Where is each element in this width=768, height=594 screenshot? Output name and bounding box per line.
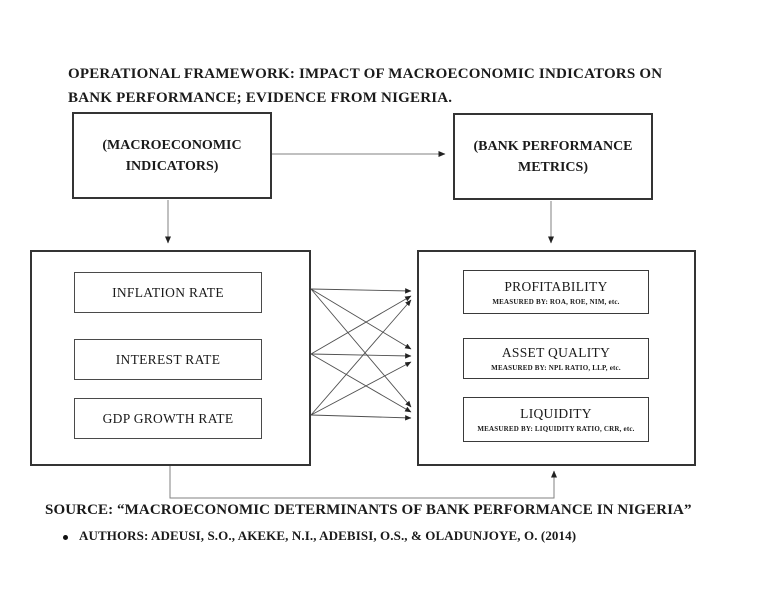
diagram-title: OPERATIONAL FRAMEWORK: IMPACT OF MACROEC… — [68, 66, 663, 106]
indicators-panel: INFLATION RATE INTEREST RATE GDP GROWTH … — [30, 250, 311, 466]
bank-performance-metrics-box: (BANK PERFORMANCE METRICS) — [453, 113, 653, 200]
arrow-interest-to-liquidity — [310, 353, 412, 413]
arrow-gdp-to-asset-quality — [310, 361, 412, 416]
profitability-label: PROFITABILITY — [504, 278, 608, 294]
arrow-inflation-to-liquidity — [310, 288, 412, 408]
asset-quality-box: ASSET QUALITY MEASURED BY: NPL RATIO, LL… — [463, 338, 649, 379]
arrow-gdp-to-liquidity — [310, 414, 412, 421]
arrow-interest-to-asset-quality — [310, 353, 412, 359]
asset-quality-label: ASSET QUALITY — [501, 345, 611, 360]
profitability-box: PROFITABILITY MEASURED BY: ROA, ROE, NIM… — [463, 270, 649, 314]
asset-quality-measured-by: MEASURED BY: NPL RATIO, LLP, etc. — [491, 364, 621, 372]
authors-citation: AUTHORS: ADEUSI, S.O., AKEKE, N.I., ADEB… — [79, 528, 577, 543]
interest-rate-label: INTEREST RATE — [115, 351, 221, 367]
arrow-interest-to-profitability — [310, 295, 412, 355]
gdp-growth-rate-label: GDP GROWTH RATE — [102, 410, 234, 426]
macroeconomic-indicators-box: (MACROECONOMIC INDICATORS) — [72, 112, 272, 199]
bank-performance-metrics-label: (BANK PERFORMANCE METRICS) — [473, 138, 633, 175]
source-citation: SOURCE: “MACROECONOMIC DETERMINANTS OF B… — [45, 502, 692, 518]
arrow-inflation-to-profitability — [310, 288, 412, 294]
liquidity-measured-by: MEASURED BY: LIQUIDITY RATIO, CRR, etc. — [477, 425, 635, 433]
inflation-rate-box: INFLATION RATE — [74, 272, 262, 313]
arrow-gdp-to-profitability — [310, 299, 412, 416]
liquidity-label: LIQUIDITY — [520, 406, 592, 421]
profitability-measured-by: MEASURED BY: ROA, ROE, NIM, etc. — [492, 297, 620, 306]
liquidity-box: LIQUIDITY MEASURED BY: LIQUIDITY RATIO, … — [463, 397, 649, 442]
bullet-icon — [63, 535, 68, 540]
metrics-panel: PROFITABILITY MEASURED BY: ROA, ROE, NIM… — [417, 250, 696, 466]
feedback-loop-arrow — [169, 466, 557, 499]
macroeconomic-indicators-label: (MACROECONOMIC INDICATORS) — [102, 137, 242, 174]
arrow-inflation-to-asset-quality — [310, 288, 412, 350]
interest-rate-box: INTEREST RATE — [74, 339, 262, 380]
inflation-rate-label: INFLATION RATE — [112, 284, 224, 300]
gdp-growth-rate-box: GDP GROWTH RATE — [74, 398, 262, 439]
